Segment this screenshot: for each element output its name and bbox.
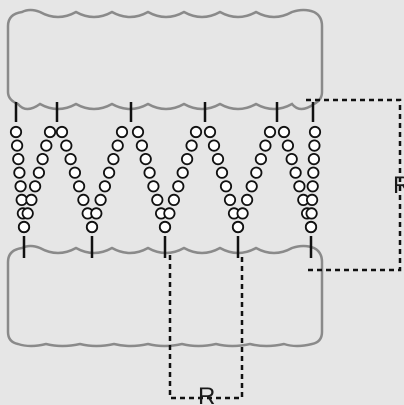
top-block	[6, 8, 324, 111]
bottom-dimension-label: R	[198, 383, 215, 405]
bead	[293, 180, 306, 193]
bead	[55, 125, 69, 139]
bead	[90, 207, 103, 220]
bead	[32, 166, 46, 179]
bead	[64, 153, 77, 166]
bead	[207, 139, 221, 152]
bead	[223, 193, 237, 206]
bead	[176, 166, 189, 179]
bead	[111, 139, 124, 152]
bead	[172, 180, 185, 193]
bead	[305, 193, 319, 206]
bead	[289, 166, 302, 179]
bead	[185, 139, 198, 152]
bead	[304, 220, 318, 234]
bead	[68, 166, 82, 179]
bead	[285, 153, 298, 166]
bead	[43, 125, 57, 139]
bead	[163, 207, 176, 220]
bead	[77, 193, 90, 206]
bead	[115, 125, 129, 139]
bead	[277, 125, 291, 139]
right-dimension-label: R	[393, 172, 404, 199]
bead	[181, 153, 194, 166]
bead	[231, 220, 245, 234]
bead	[308, 125, 322, 139]
anchor-stems	[14, 102, 315, 258]
bottom-bracket-line	[168, 255, 244, 400]
bead	[203, 125, 217, 139]
top-block-outline	[6, 8, 324, 111]
bead	[11, 139, 24, 152]
bead	[211, 153, 225, 166]
bead	[85, 220, 99, 234]
bead	[241, 193, 254, 206]
bead	[9, 125, 23, 139]
right-dimension-bracket: R	[306, 98, 404, 272]
bead	[250, 166, 263, 179]
bottom-dimension-bracket: R	[168, 255, 244, 405]
bead	[139, 153, 152, 166]
bead	[14, 180, 27, 193]
bead	[305, 207, 318, 220]
bead	[151, 193, 164, 206]
right-bracket-line	[306, 98, 402, 272]
bead	[25, 193, 38, 206]
bead	[254, 153, 267, 166]
bead	[236, 207, 249, 220]
bead	[167, 193, 180, 206]
bead	[21, 207, 34, 220]
bead	[40, 139, 53, 152]
bottom-block	[6, 244, 324, 348]
bead	[36, 153, 49, 166]
bead	[143, 166, 156, 179]
bead	[215, 166, 229, 179]
bead	[131, 125, 145, 139]
bead	[73, 180, 86, 193]
bead	[60, 139, 73, 152]
bead	[306, 180, 319, 193]
bead	[307, 166, 320, 179]
bead	[147, 180, 160, 193]
bead	[12, 153, 25, 166]
bead	[158, 220, 172, 234]
bead	[13, 166, 26, 179]
bead	[245, 180, 258, 193]
bead	[28, 180, 42, 193]
bead	[308, 139, 321, 152]
bead	[107, 153, 120, 166]
bead	[219, 180, 233, 193]
bead	[103, 166, 116, 179]
bead	[17, 220, 31, 234]
bead	[259, 139, 272, 152]
bead	[281, 139, 294, 152]
bead	[94, 193, 107, 206]
bead	[263, 125, 277, 139]
bead	[307, 153, 320, 166]
bead	[135, 139, 148, 152]
bead	[98, 180, 112, 193]
bead-chains	[9, 125, 322, 234]
bead	[189, 125, 203, 139]
bottom-block-outline	[6, 244, 324, 348]
